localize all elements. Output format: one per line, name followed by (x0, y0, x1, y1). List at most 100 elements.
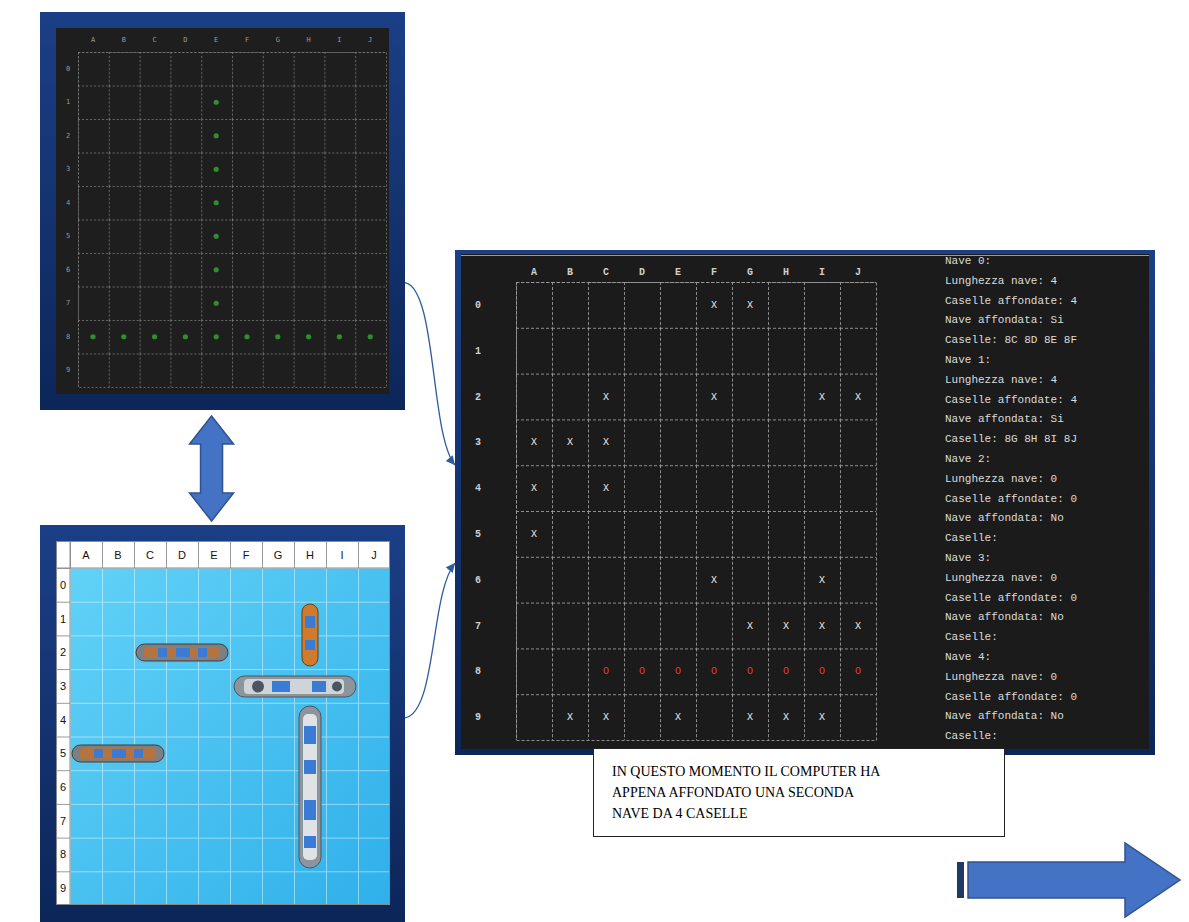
ship-deck (144, 647, 220, 658)
column-label: I (337, 36, 341, 44)
arrowhead (446, 455, 455, 465)
ship-cabin (198, 648, 207, 657)
row-label: 4 (66, 199, 70, 207)
column-label: E (675, 267, 681, 278)
shot-mark: X (603, 437, 609, 448)
row-label: 1 (66, 98, 70, 106)
shot-mark: X (819, 620, 825, 631)
column-label: D (639, 267, 645, 278)
row-label: 1 (60, 613, 66, 625)
row-label: 1 (475, 345, 481, 356)
shot-mark: X (567, 437, 573, 448)
ship-dot (214, 334, 219, 339)
shot-mark: X (531, 483, 537, 494)
ship-status-line: Lunghezza nave: 0 (945, 472, 1057, 487)
shot-mark: X (711, 391, 717, 402)
ship-cabin (272, 681, 290, 692)
column-label: J (371, 549, 377, 561)
hit-mark: O (603, 666, 609, 677)
ship-turret (332, 682, 342, 692)
ship-status-line: Nave 2: (945, 452, 991, 467)
shot-mark: X (603, 483, 609, 494)
ship-dot (337, 334, 342, 339)
column-label: J (855, 267, 861, 278)
column-label: J (368, 36, 372, 44)
ship-dots (90, 100, 372, 340)
row-label: 6 (60, 781, 66, 793)
ship-status-line: Caselle: (945, 630, 998, 645)
row-label: 5 (60, 747, 66, 759)
ship-status-line: Nave affondata: Si (945, 412, 1064, 427)
terminal-grid-border (517, 283, 877, 741)
ship-dot (90, 334, 95, 339)
ship-status-line: Lunghezza nave: 0 (945, 571, 1057, 586)
ship-status-line: Nave 4: (945, 650, 991, 665)
ship-cabin (176, 648, 190, 657)
hit-mark: O (639, 666, 645, 677)
shot-mark: X (783, 620, 789, 631)
column-label: F (243, 549, 250, 561)
board-background (56, 541, 390, 905)
row-label: 0 (475, 299, 481, 310)
ship-dot (214, 301, 219, 306)
ship-dot (214, 100, 219, 105)
row-label: 9 (60, 882, 66, 894)
shot-mark: X (711, 299, 717, 310)
column-label: A (91, 36, 95, 44)
column-label: C (152, 36, 156, 44)
header-grid (56, 568, 70, 905)
ship-status-line: Nave affondata: No (945, 511, 1064, 526)
ship-status-line: Caselle: (945, 531, 998, 546)
ship (299, 706, 321, 868)
ship-cabin (112, 749, 126, 758)
ship-status-line: Caselle affondate: 4 (945, 393, 1077, 408)
ship-turret (252, 681, 264, 693)
shot-mark: X (567, 712, 573, 723)
row-label: 2 (60, 646, 66, 658)
row-label: 5 (66, 232, 70, 240)
ship-dot (275, 334, 280, 339)
row-label: 5 (475, 528, 481, 539)
arrowhead (446, 563, 455, 573)
shot-mark: X (819, 712, 825, 723)
ship-cabin (312, 681, 326, 692)
console-grid-panel: ABCDEFGHIJ0123456789 (40, 12, 405, 410)
shot-mark: X (783, 712, 789, 723)
shot-mark: X (531, 437, 537, 448)
column-label: H (306, 549, 314, 561)
hit-mark: O (711, 666, 717, 677)
column-label: I (819, 267, 825, 278)
column-label: E (214, 36, 218, 44)
column-label: B (567, 267, 573, 278)
row-label: 9 (66, 366, 70, 374)
shot-mark: X (747, 712, 753, 723)
shot-mark: X (603, 391, 609, 402)
ship-dot (214, 234, 219, 239)
row-label: 2 (475, 391, 481, 402)
row-label: 7 (66, 299, 70, 307)
ship-hull (234, 676, 356, 697)
ship-status-line: Caselle: 8G 8H 8I 8J (945, 432, 1077, 447)
row-label: 3 (66, 165, 70, 173)
ship-cabin (134, 749, 143, 758)
column-label: G (274, 549, 283, 561)
ship-dot (214, 267, 219, 272)
row-label: 6 (475, 574, 481, 585)
console-grid (78, 52, 386, 387)
row-label: 7 (475, 620, 481, 631)
shot-mark: X (531, 528, 537, 539)
connector (405, 563, 455, 718)
row-label: 4 (60, 714, 66, 726)
ship-status-line: Nave affondata: Si (945, 313, 1064, 328)
ship (136, 644, 228, 661)
row-label: 8 (475, 666, 481, 677)
board-border (57, 542, 390, 905)
shot-mark: X (675, 712, 681, 723)
game-board-panel: ABCDEFGHIJ0123456789 (40, 525, 405, 922)
ship-cabin (158, 648, 167, 657)
shot-mark: X (747, 299, 753, 310)
column-label: C (603, 267, 609, 278)
ship-cabin (305, 640, 315, 650)
block-arrow (190, 416, 234, 521)
